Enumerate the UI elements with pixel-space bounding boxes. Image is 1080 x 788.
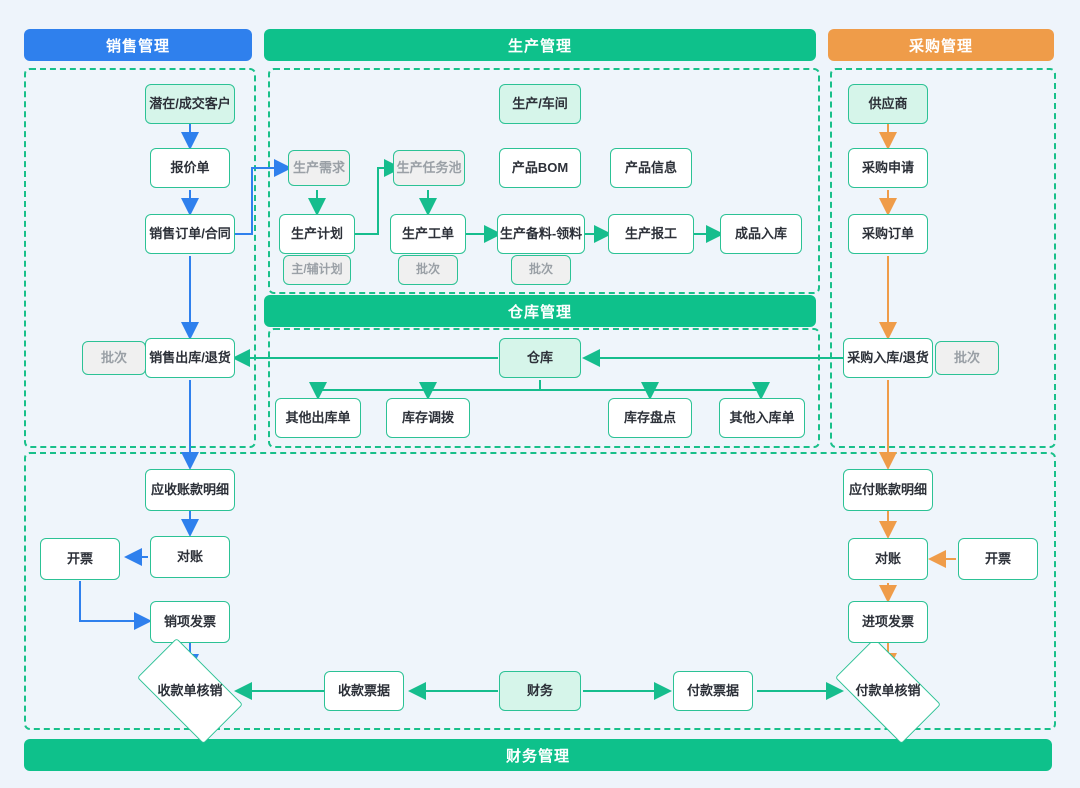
header-warehouse: 仓库管理 [264,295,816,327]
header-sales-label: 销售管理 [105,37,170,55]
node-finance-hub[interactable]: 财务 [499,671,581,711]
node-finished-goods-in[interactable]: 成品入库 [720,214,802,254]
node-quotation[interactable]: 报价单 [150,148,230,188]
node-task-pool[interactable]: 生产任务池 [393,150,465,186]
node-label: 库存盘点 [623,409,676,425]
zone-sales [24,68,256,448]
node-label: 批次 [953,349,980,365]
node-label: 潜在/成交客户 [149,95,231,111]
header-warehouse-label: 仓库管理 [507,303,572,321]
node-sales-order[interactable]: 销售订单/合同 [145,214,235,254]
node-stocktake[interactable]: 库存盘点 [608,398,692,438]
node-label: 生产需求 [292,159,345,175]
header-purchase-label: 采购管理 [908,37,973,55]
node-purchase-batch-tag[interactable]: 批次 [935,341,999,375]
node-label: 收款票据 [337,682,390,698]
node-other-outbound[interactable]: 其他出库单 [275,398,361,438]
node-ap-detail[interactable]: 应付账款明细 [843,469,933,511]
node-work-order-batch-tag[interactable]: 批次 [398,255,458,285]
node-ap-reconciliation[interactable]: 对账 [848,538,928,580]
node-label: 应收账款明细 [150,481,229,497]
header-production-label: 生产管理 [507,37,572,55]
node-product-bom[interactable]: 产品BOM [499,148,581,188]
node-purchase-requisition[interactable]: 采购申请 [848,148,928,188]
node-purchase-inbound[interactable]: 采购入库/退货 [843,338,933,378]
node-other-inbound[interactable]: 其他入库单 [719,398,805,438]
node-label: 产品BOM [511,159,569,175]
node-payment-voucher[interactable]: 付款票据 [673,671,753,711]
node-label: 销售订单/合同 [149,225,231,241]
node-supplier[interactable]: 供应商 [848,84,928,124]
node-label: 主/辅计划 [291,262,343,277]
node-label: 财务 [526,682,553,698]
node-label: 生产计划 [290,225,343,241]
node-receipt-writeoff[interactable]: 收款单核销 [136,637,244,745]
node-label: 生产任务池 [396,159,462,175]
node-product-info[interactable]: 产品信息 [610,148,692,188]
node-label: 对账 [874,550,901,566]
header-finance-label: 财务管理 [505,747,570,765]
node-label: 仓库 [526,349,553,365]
node-label: 采购入库/退货 [847,349,929,365]
node-ar-detail[interactable]: 应收账款明细 [145,469,235,511]
node-ap-invoicing[interactable]: 开票 [958,538,1038,580]
node-plan-type-tag[interactable]: 主/辅计划 [283,255,351,285]
node-label: 生产工单 [401,225,454,241]
node-ar-invoicing[interactable]: 开票 [40,538,120,580]
node-potential-customer[interactable]: 潜在/成交客户 [145,84,235,124]
node-label: 批次 [415,262,440,277]
node-label: 生产/车间 [512,95,568,111]
node-label: 供应商 [868,95,908,111]
node-input-invoice[interactable]: 进项发票 [848,601,928,643]
node-workshop[interactable]: 生产/车间 [499,84,581,124]
node-label: 采购订单 [861,225,914,241]
node-purchase-order[interactable]: 采购订单 [848,214,928,254]
node-production-report[interactable]: 生产报工 [608,214,694,254]
node-receipt-voucher[interactable]: 收款票据 [324,671,404,711]
node-label: 产品信息 [624,159,677,175]
node-label: 销项发票 [163,613,216,629]
node-sales-outbound[interactable]: 销售出库/退货 [145,338,235,378]
node-label: 销售出库/退货 [149,349,231,365]
node-label: 采购申请 [861,159,914,175]
node-label: 应付账款明细 [848,481,927,497]
header-production: 生产管理 [264,29,816,61]
node-label: 其他出库单 [285,409,351,425]
node-label: 批次 [100,349,127,365]
node-material-picking[interactable]: 生产备料-领料 [497,214,585,254]
node-production-plan[interactable]: 生产计划 [279,214,355,254]
zone-purchase [830,68,1056,448]
node-label: 对账 [176,548,203,564]
header-sales: 销售管理 [24,29,252,61]
node-label: 报价单 [170,159,210,175]
node-warehouse-hub[interactable]: 仓库 [499,338,581,378]
node-label: 生产备料-领料 [499,225,583,241]
node-label: 开票 [984,550,1011,566]
node-ar-reconciliation[interactable]: 对账 [150,536,230,578]
node-work-order[interactable]: 生产工单 [390,214,466,254]
node-payment-writeoff[interactable]: 付款单核销 [834,637,942,745]
node-label: 付款票据 [686,682,739,698]
node-label: 付款单核销 [855,682,921,698]
node-label: 进项发票 [861,613,914,629]
node-label: 生产报工 [624,225,677,241]
node-label: 开票 [66,550,93,566]
node-picking-batch-tag[interactable]: 批次 [511,255,571,285]
node-output-invoice[interactable]: 销项发票 [150,601,230,643]
node-label: 库存调拨 [401,409,454,425]
node-stock-transfer[interactable]: 库存调拨 [386,398,470,438]
node-label: 其他入库单 [729,409,795,425]
header-finance: 财务管理 [24,739,1052,771]
node-label: 收款单核销 [157,682,223,698]
header-purchase: 采购管理 [828,29,1054,61]
node-label: 成品入库 [734,225,787,241]
node-sales-batch-tag[interactable]: 批次 [82,341,146,375]
node-production-demand[interactable]: 生产需求 [288,150,350,186]
node-label: 批次 [528,262,553,277]
